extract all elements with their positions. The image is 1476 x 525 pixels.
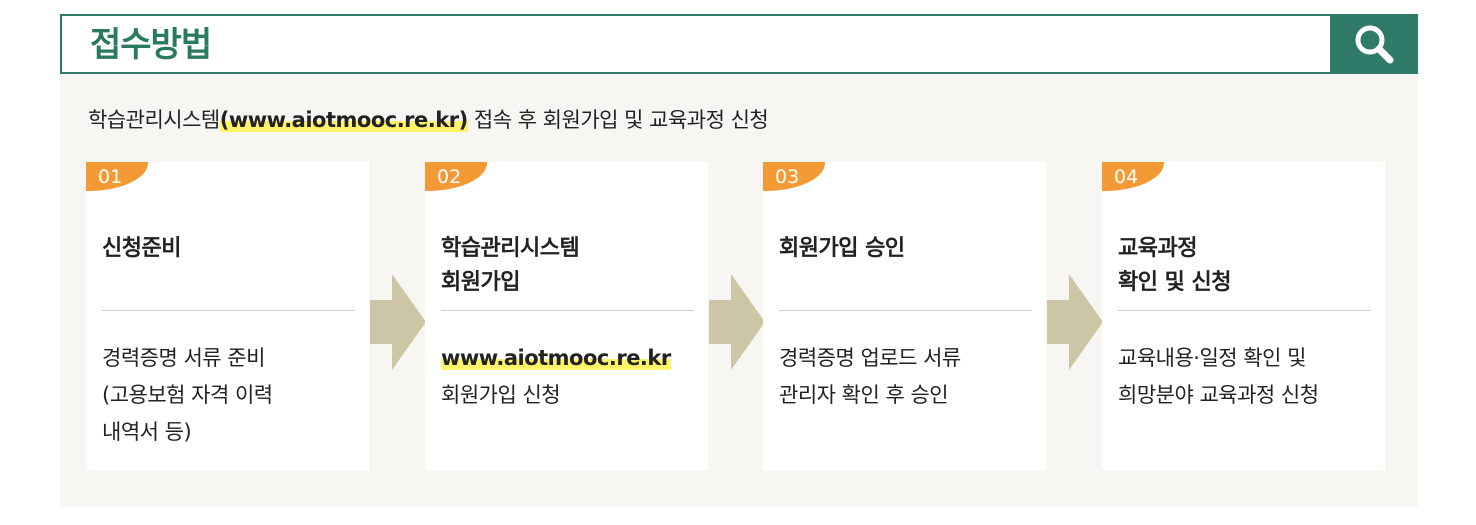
- step-title-line: 교육과정: [1118, 236, 1197, 261]
- step-description: 교육내용·일정 확인 및 희망분야 교육과정 신청: [1118, 340, 1319, 414]
- divider: [1118, 310, 1371, 311]
- step-title: 회원가입 승인: [779, 232, 905, 266]
- step-title: 학습관리시스템 회원가입: [441, 232, 580, 300]
- step-description: www.aiotmooc.re.kr 회원가입 신청: [441, 340, 671, 414]
- step-description: 경력증명 서류 준비 (고용보험 자격 이력 내역서 등): [102, 340, 273, 451]
- step-title: 교육과정 확인 및 신청: [1118, 232, 1232, 300]
- divider: [441, 310, 694, 311]
- arrow-right-icon: [370, 274, 426, 370]
- intro-prefix: 학습관리시스템: [88, 108, 220, 132]
- step-title-line: 회원가입 승인: [779, 236, 905, 261]
- step-title-line: 확인 및 신청: [1118, 270, 1232, 295]
- step-description-line: 교육내용·일정 확인 및: [1118, 346, 1306, 370]
- search-button[interactable]: [1330, 14, 1418, 74]
- intro-text: 학습관리시스템(www.aiotmooc.re.kr) 접속 후 회원가입 및 …: [88, 104, 769, 134]
- step-number-badge: 04: [1102, 162, 1164, 191]
- arrow-right-icon: [709, 274, 765, 370]
- step-number-badge: 01: [86, 162, 148, 191]
- step-description-line: 경력증명 서류 준비: [102, 346, 265, 370]
- step-title-line: 회원가입: [441, 270, 520, 295]
- step-number-badge: 03: [763, 162, 825, 191]
- arrow-right-icon: [1047, 274, 1103, 370]
- step-card-4: 04 교육과정 확인 및 신청 교육내용·일정 확인 및 희망분야 교육과정 신…: [1102, 162, 1385, 470]
- step-card-3: 03 회원가입 승인 경력증명 업로드 서류 관리자 확인 후 승인: [763, 162, 1046, 470]
- divider: [102, 310, 355, 311]
- step-title-line: 학습관리시스템: [441, 236, 580, 261]
- intro-url: (www.aiotmooc.re.kr): [219, 108, 468, 132]
- divider: [779, 310, 1032, 311]
- step-description: 경력증명 업로드 서류 관리자 확인 후 승인: [779, 340, 961, 414]
- page-title: 접수방법: [90, 25, 212, 65]
- step-card-1: 01 신청준비 경력증명 서류 준비 (고용보험 자격 이력 내역서 등): [86, 162, 369, 470]
- step-url-link[interactable]: www.aiotmooc.re.kr: [441, 346, 671, 370]
- section-header: 접수방법: [60, 14, 1418, 74]
- step-description-line: 경력증명 업로드 서류: [779, 346, 961, 370]
- content-panel: 학습관리시스템(www.aiotmooc.re.kr) 접속 후 회원가입 및 …: [60, 74, 1418, 507]
- step-description-line: 희망분야 교육과정 신청: [1118, 383, 1319, 407]
- step-description-line: 내역서 등): [102, 420, 192, 444]
- step-title: 신청준비: [102, 232, 181, 266]
- step-title-line: 신청준비: [102, 236, 181, 261]
- intro-suffix: 접속 후 회원가입 및 교육과정 신청: [467, 108, 769, 132]
- step-description-line: 관리자 확인 후 승인: [779, 383, 949, 407]
- search-icon: [1355, 25, 1394, 64]
- step-card-2: 02 학습관리시스템 회원가입 www.aiotmooc.re.kr 회원가입 …: [425, 162, 708, 470]
- step-description-line: (고용보험 자격 이력: [102, 383, 273, 407]
- step-description-line: 회원가입 신청: [441, 383, 561, 407]
- step-number-badge: 02: [425, 162, 487, 191]
